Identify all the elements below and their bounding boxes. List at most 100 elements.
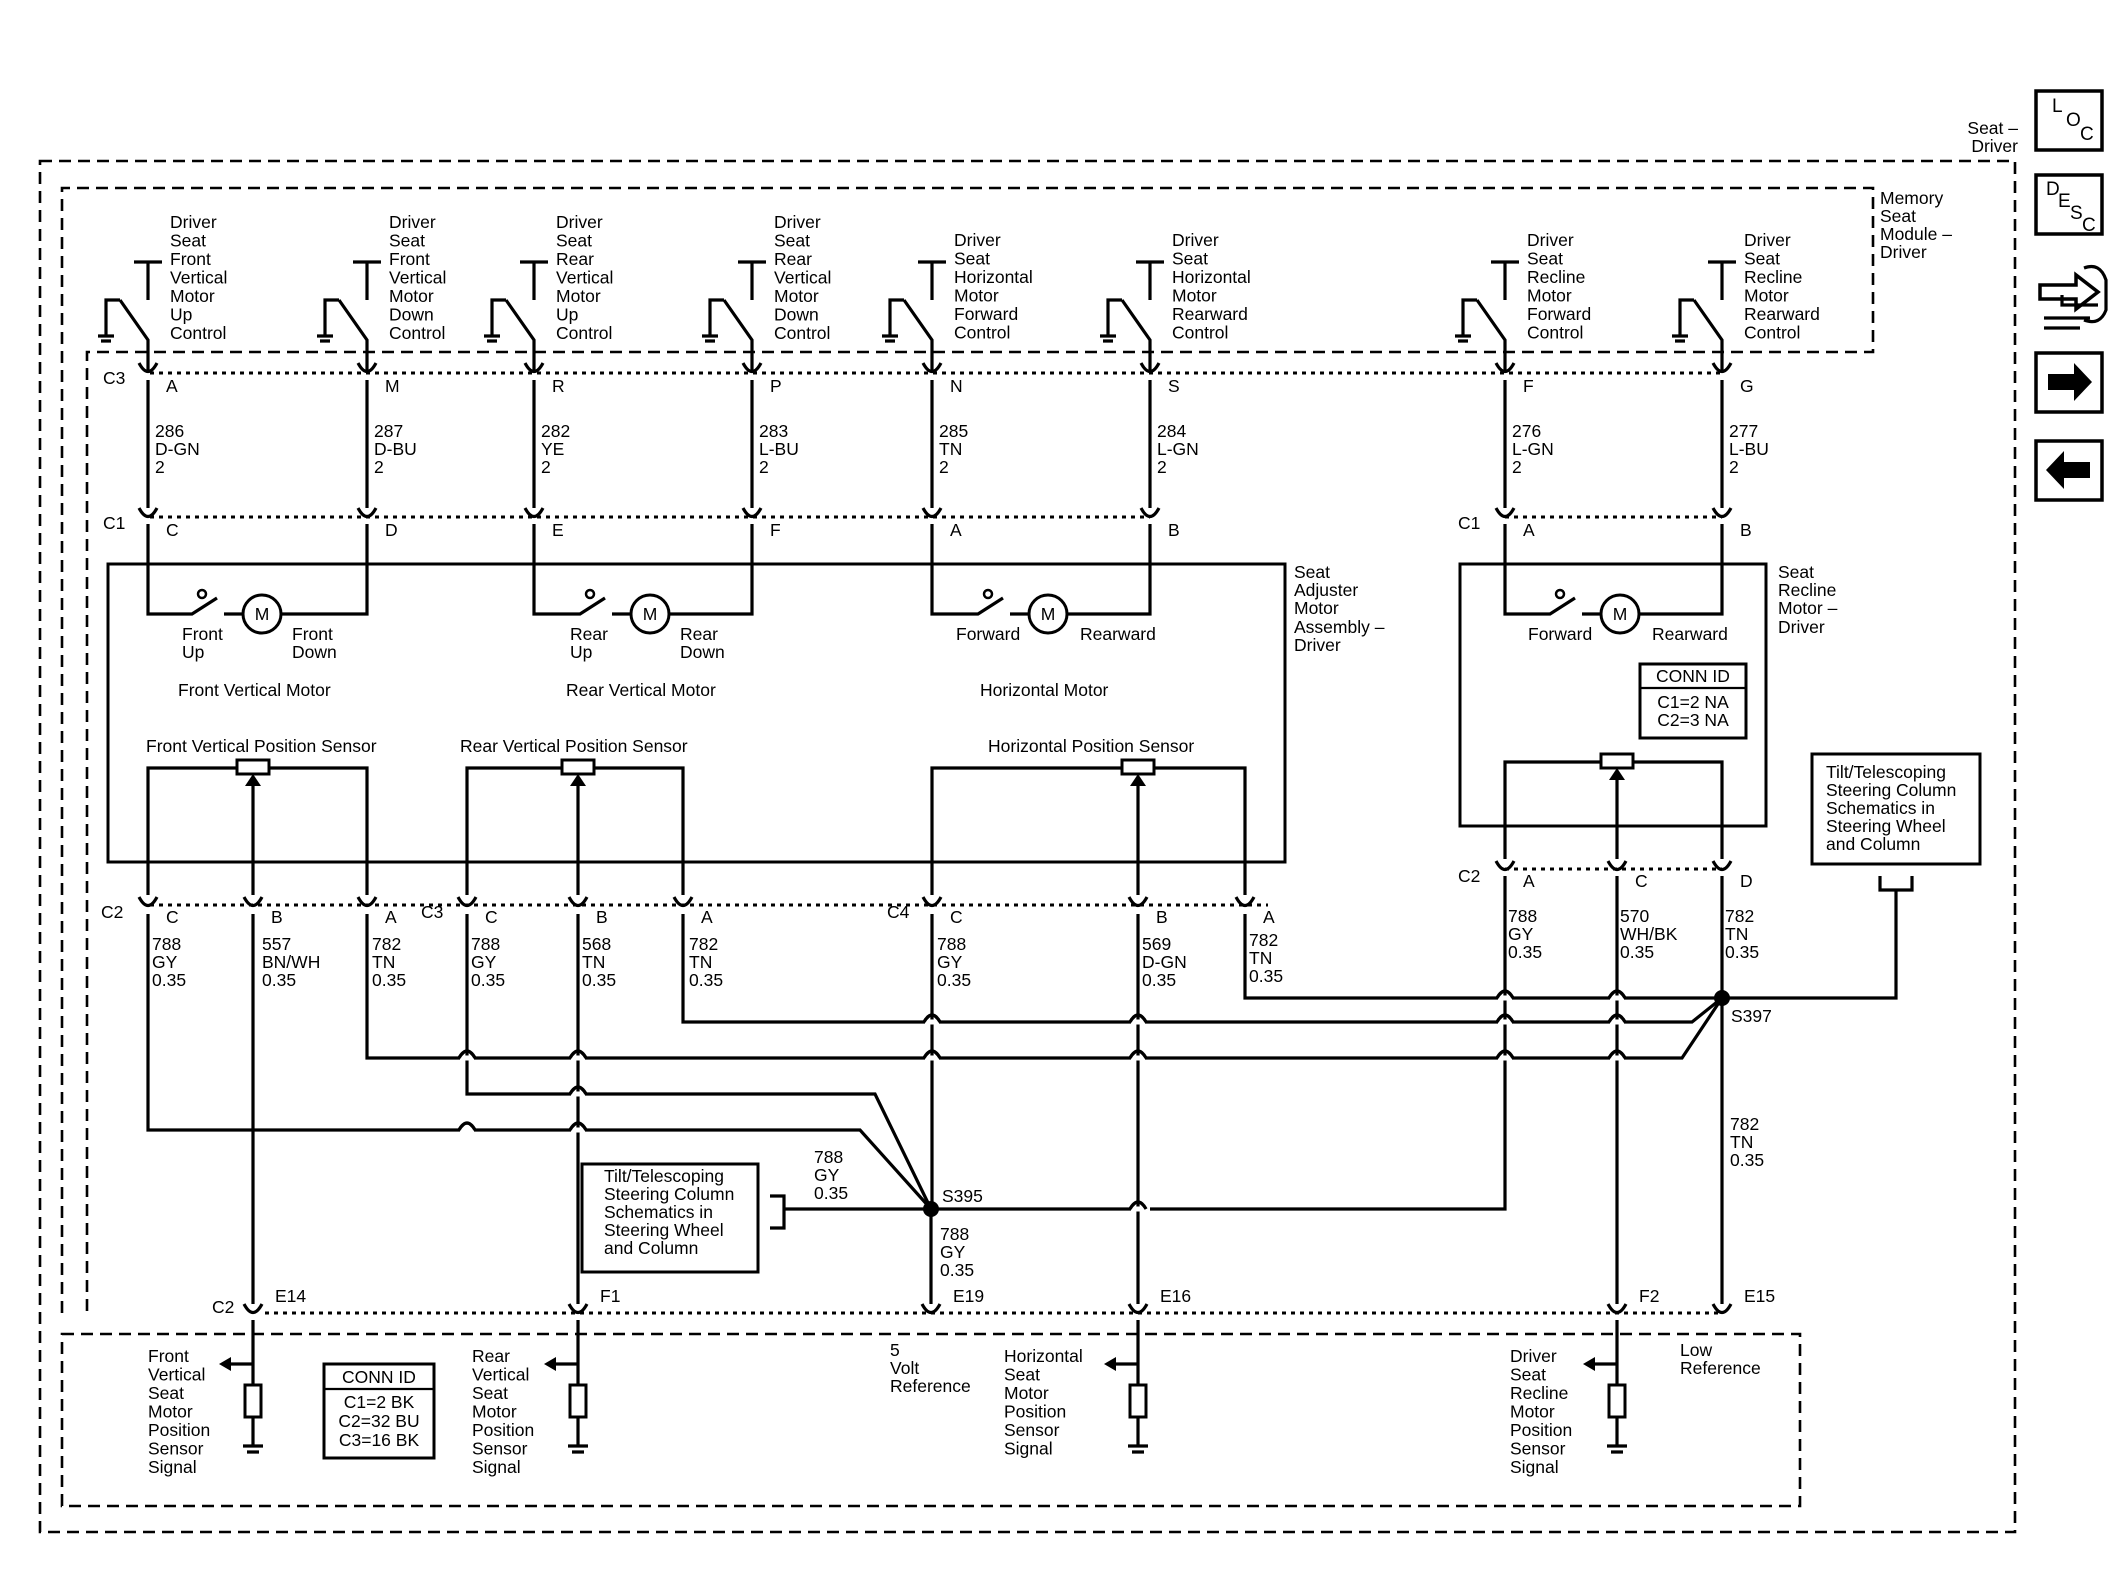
input-arrow-icon [1583,1357,1595,1371]
wire-circuit: 569 [1142,934,1171,954]
wire-crossover [1128,1200,1148,1210]
next-button[interactable] [2034,351,2104,414]
module-pin [567,1303,589,1315]
seat-driver-label-1: Seat – [1967,118,2018,138]
desc-s: S [2070,203,2083,224]
sensor-element-icon [1599,752,1635,770]
module-input-4: F2DriverSeatReclineMotorPositionSensorSi… [1510,1286,1659,1477]
wire-color: TN [689,952,712,972]
back-button[interactable] [2034,439,2104,502]
wire-circuit: 782 [1249,930,1278,950]
svg-text:Steering Column: Steering Column [1826,780,1956,800]
c2-connector-label: C2 [101,902,123,922]
sensor-pin [1127,896,1149,908]
wiper-arrow-icon [1609,768,1625,780]
loc-button[interactable]: L O C [2034,89,2104,152]
horizontal-sensor-label: Horizontal Position Sensor [988,736,1194,756]
signal-label-line: Recline [1510,1383,1568,1403]
control-label-line: Recline [1527,267,1585,287]
wire-color: BN/WH [262,952,320,972]
loc-l: L [2052,96,2063,117]
svg-text:Motor –: Motor – [1778,598,1838,618]
control-label-line: Motor [1172,286,1217,306]
svg-text:Seat: Seat [1778,562,1814,582]
wire-color: TN [582,952,605,972]
seat-adjuster-label: Seat Adjuster Motor Assembly – Driver [1294,562,1385,655]
c1-pin-label: A [950,520,962,540]
connector-view-button[interactable] [2038,264,2108,330]
desc-button[interactable]: D E S C [2034,173,2104,236]
wire-circuit: 287 [374,421,403,441]
five-volt-reference-label: 5 Volt Reference [890,1340,971,1396]
low-reference-label: Low Reference [1680,1340,1761,1378]
signal-label-line: Position [1510,1420,1572,1440]
connector-icon [2038,264,2108,330]
tilt-telescoping-ref-right[interactable]: Tilt/Telescoping Steering Column Schemat… [1810,752,1982,892]
sensor-pin-label: C [950,907,963,927]
horizontal-motor-label: Horizontal Motor [980,680,1109,700]
motor-direction-label: Rear [680,624,718,644]
svg-text:C1=2 NA: C1=2 NA [1657,692,1729,712]
sensor-element-icon [235,758,271,776]
rear-vertical-sensor-label: Rear Vertical Position Sensor [460,736,688,756]
switch-icon [722,260,766,372]
signal-label-line: Seat [472,1383,508,1403]
wire-crossover [457,1049,477,1059]
signal-label-line: Sensor [1004,1420,1060,1440]
svg-text:C3=16 BK: C3=16 BK [339,1430,420,1450]
front-vertical-sensor-label: Front Vertical Position Sensor [146,736,377,756]
control-label-line: Down [774,305,819,325]
wire-782-horiz [1243,914,1722,1000]
sensor-pin-label: C [485,907,498,927]
lower-wires: 788GY0.35557BN/WH0.35782TN0.35788GY0.355… [146,876,1898,1304]
breaker-icon [196,588,208,600]
sensor-pin [1234,896,1256,908]
sensor-track [930,766,1247,895]
motor-direction-label: Rear [570,624,608,644]
wiper-arrow-icon [245,774,261,786]
module-pin-label: E19 [953,1286,984,1306]
sensor-pin [137,896,159,908]
svg-text:0.35: 0.35 [1730,1150,1764,1170]
svg-text:Driver: Driver [1880,242,1927,262]
control-label-line: Seat [1172,249,1208,269]
control-label-line: Rearward [1172,304,1248,324]
wire-gauge: 2 [939,457,949,477]
wire-788-rear [465,914,933,1210]
control-label-line: Seat [954,249,990,269]
svg-text:Steering Wheel: Steering Wheel [604,1220,724,1240]
control-label-line: Driver [1172,230,1219,250]
seat-driver-frame [38,159,2017,1534]
breaker-icon [1554,588,1566,600]
motor-letter: M [643,604,658,624]
switch-icon [337,260,381,372]
sensor-pin [567,896,589,908]
module-pin [1606,1303,1628,1315]
module-pin-label: F2 [1639,1286,1659,1306]
control-label-line: Motor [1744,286,1789,306]
c1-pin-label: D [385,520,398,540]
wire-gauge: 2 [759,457,769,477]
ground-icon [882,298,904,343]
tilt-telescoping-ref-center[interactable]: Tilt/Telescoping Steering Column Schemat… [580,1162,786,1274]
wire-crossover [922,1049,942,1059]
module-input-0: E14FrontVerticalSeatMotorPositionSensorS… [148,1286,306,1477]
wire-gauge: 0.35 [1142,970,1176,990]
c3-pin [1711,362,1733,374]
sensor-pin-label: A [1263,907,1275,927]
motors: MFrontUpFrontDownMRearUpRearDownMForward… [146,564,1728,662]
desc-c: C [2082,215,2096,236]
c1-pin [921,507,943,519]
sensor-pin-label: C [1635,871,1648,891]
seat-adjuster-motor-assembly [106,562,1287,864]
signal-label-line: Seat [1004,1365,1040,1385]
svg-text:Low: Low [1680,1340,1712,1360]
c3-pin-label: G [1740,376,1754,396]
c1-pin [523,507,545,519]
c3-pin-label: F [1523,376,1534,396]
